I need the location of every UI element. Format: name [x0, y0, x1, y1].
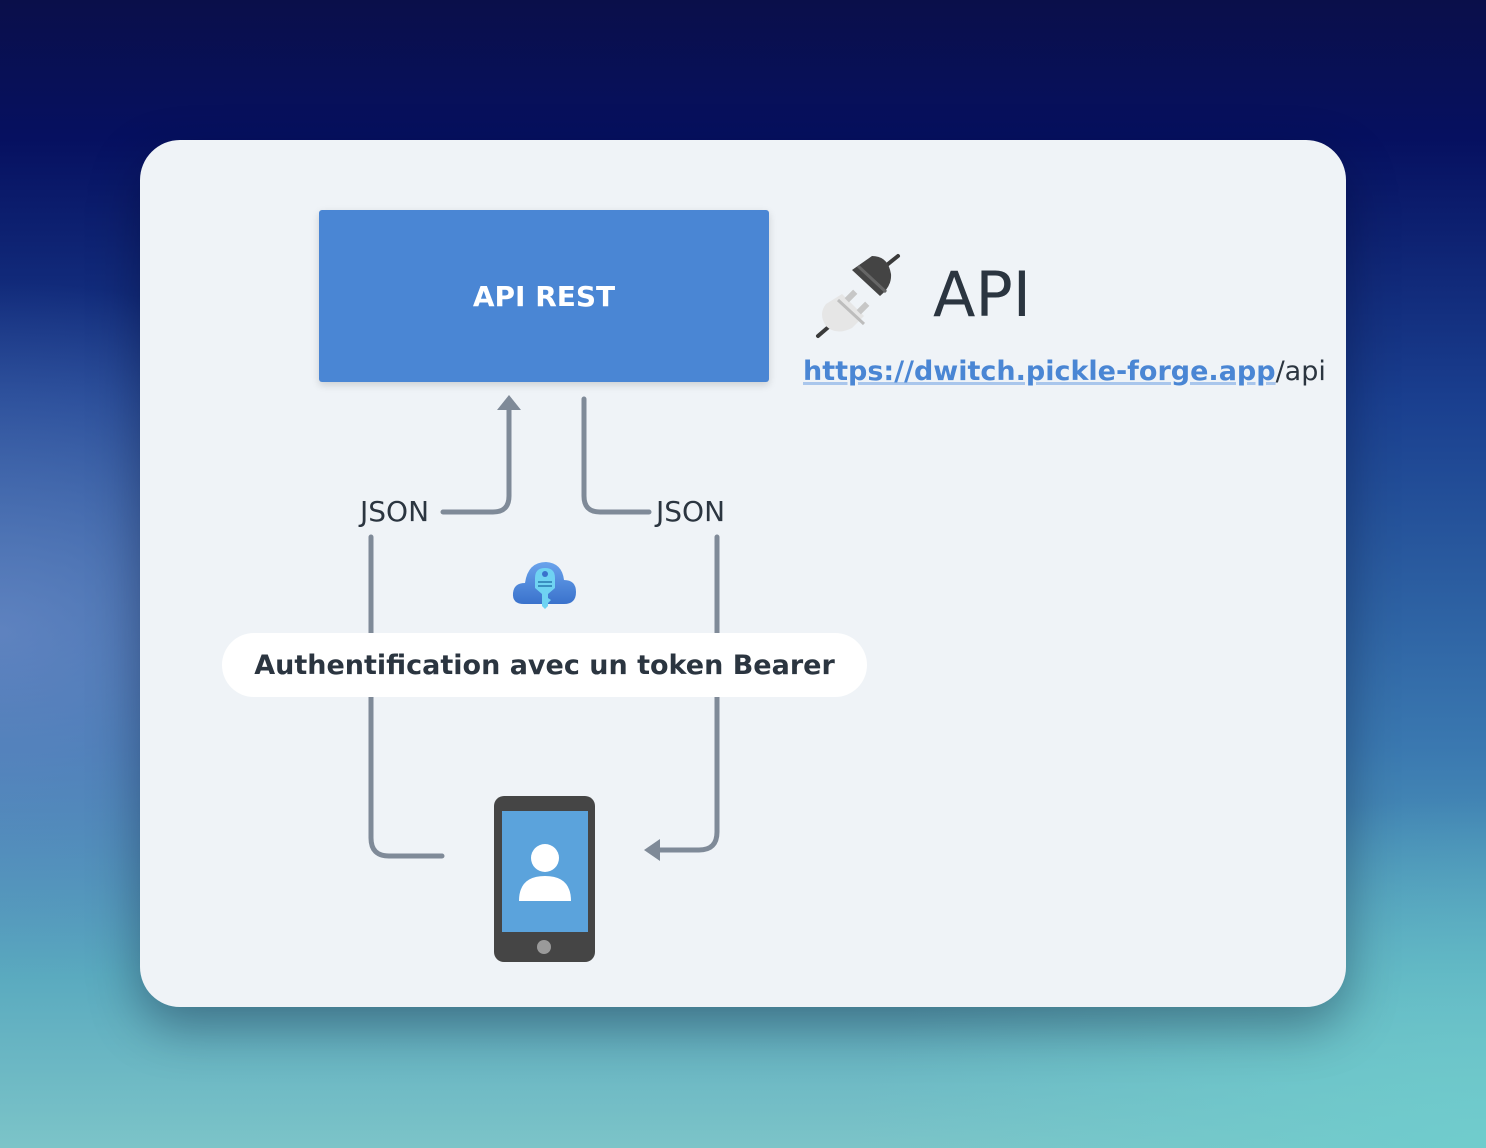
api-rest-label: API REST	[472, 279, 616, 313]
connector-client-right	[657, 534, 720, 853]
api-url-link[interactable]: https://dwitch.pickle-forge.app	[803, 356, 1276, 387]
api-title: API	[933, 258, 1032, 331]
connector-client-left	[368, 534, 445, 859]
arrowhead-left	[644, 839, 660, 861]
auth-bearer-pill: Authentification avec un token Bearer	[222, 633, 867, 697]
arrowhead-up	[497, 395, 521, 410]
json-label-right: JSON	[656, 495, 726, 528]
connector-json-down	[581, 396, 652, 515]
cloud-key-icon	[512, 562, 576, 609]
json-label-left: JSON	[360, 495, 430, 528]
api-url: https://dwitch.pickle-forge.app/api	[803, 356, 1326, 387]
mobile-user-icon	[494, 796, 595, 962]
connector-json-up	[440, 401, 512, 515]
plug-icon	[816, 254, 900, 338]
api-url-suffix: /api	[1275, 356, 1326, 387]
api-rest-box: API REST	[319, 210, 769, 382]
auth-label: Authentification avec un token Bearer	[254, 649, 835, 681]
